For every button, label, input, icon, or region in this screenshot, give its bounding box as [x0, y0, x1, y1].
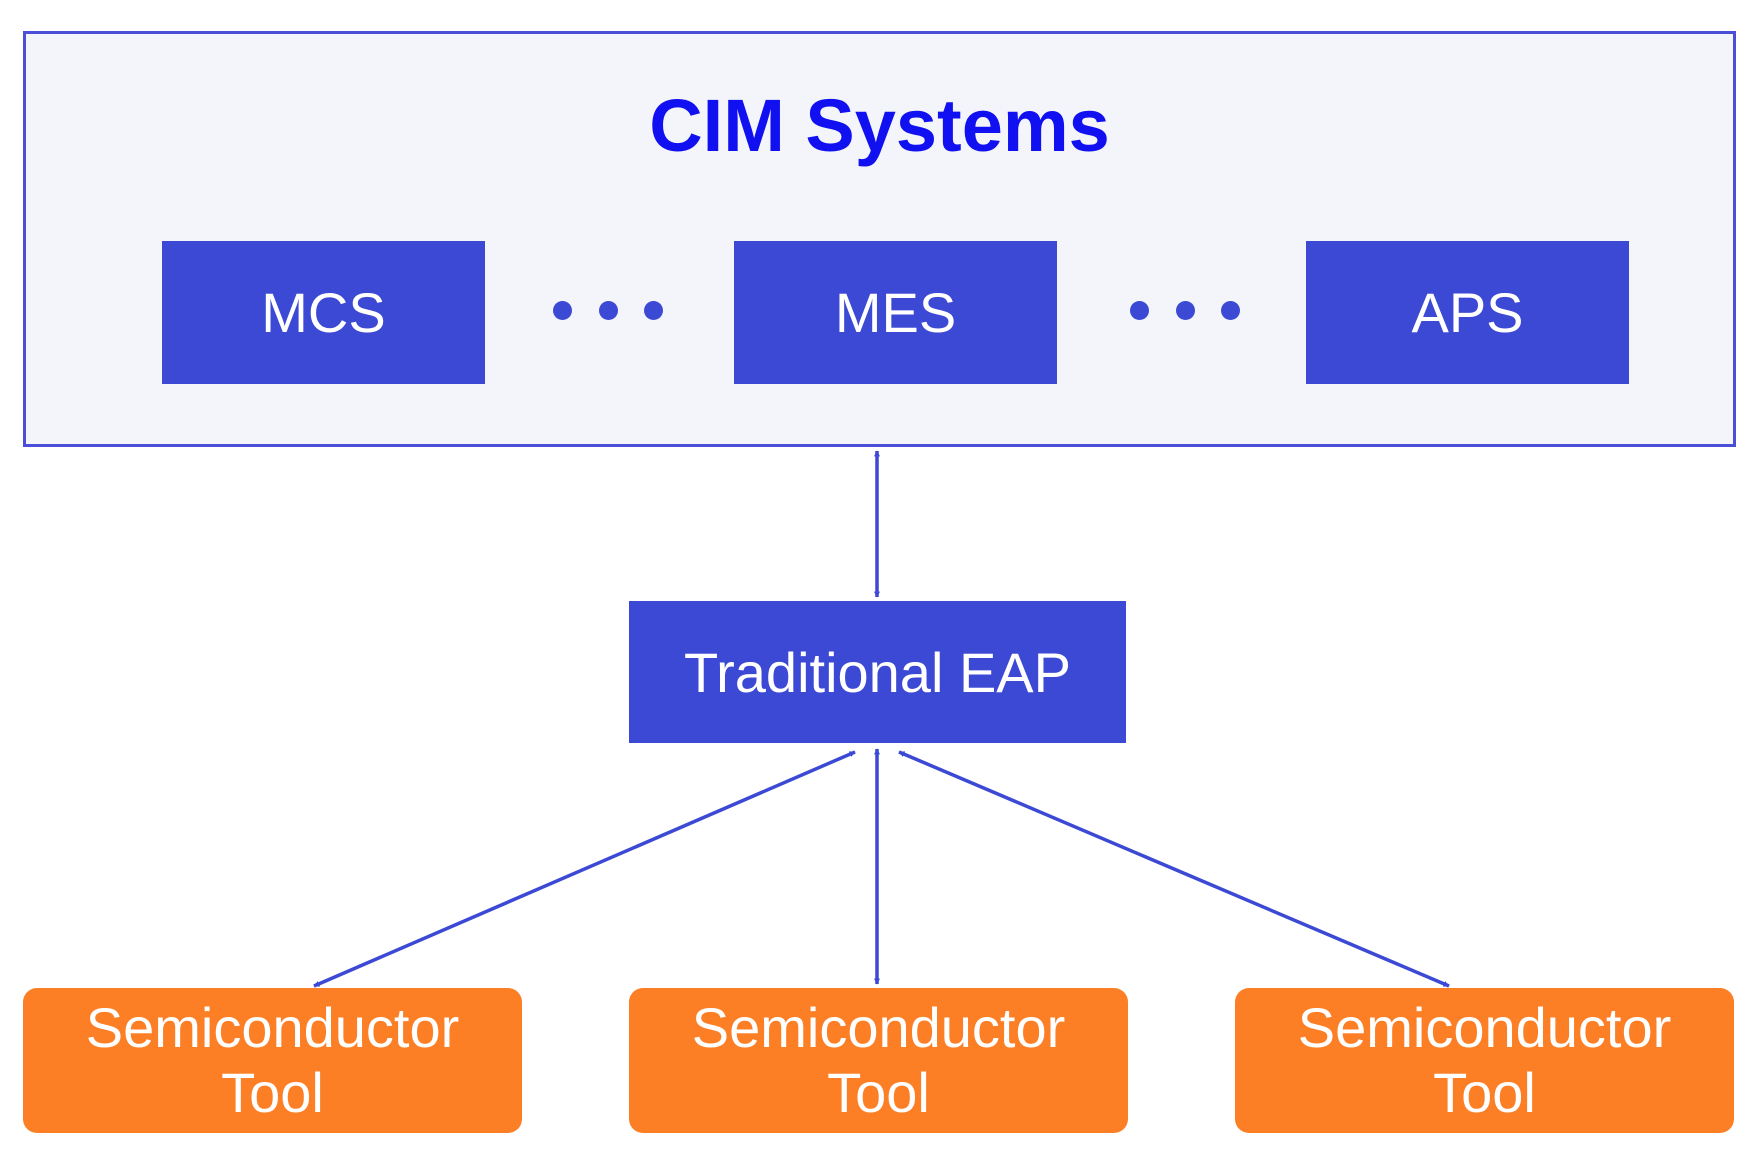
ellipsis-dot — [598, 300, 618, 320]
ellipsis-dot — [1130, 300, 1149, 320]
tool-label-line1: Semiconductor — [85, 996, 460, 1060]
aps-box: APS — [1306, 241, 1629, 384]
tool-label-line1: Semiconductor — [691, 996, 1066, 1060]
cim-systems-panel: CIM Systems MCS MES APS — [23, 31, 1736, 447]
cim-systems-title: CIM Systems — [649, 84, 1110, 167]
eap-tool-right-connector — [898, 750, 1450, 988]
mes-box: MES — [734, 241, 1057, 384]
ellipsis-left — [553, 290, 663, 330]
tool-label-line1: Semiconductor — [1297, 996, 1672, 1060]
ellipsis-dot — [644, 300, 663, 320]
traditional-eap-box: Traditional EAP — [629, 601, 1126, 743]
semiconductor-tool-right: Semiconductor Tool — [1235, 988, 1734, 1133]
eap-tool-left-connector — [313, 750, 856, 988]
ellipsis-right — [1130, 290, 1240, 330]
semiconductor-tool-center: Semiconductor Tool — [629, 988, 1128, 1133]
semiconductor-tool-left: Semiconductor Tool — [23, 988, 522, 1133]
ellipsis-dot — [1175, 300, 1195, 320]
ellipsis-dot — [1221, 300, 1240, 320]
tool-label-line2: Tool — [827, 1060, 930, 1124]
ellipsis-dot — [553, 300, 572, 320]
tool-label-line2: Tool — [1433, 1060, 1536, 1124]
mcs-box: MCS — [162, 241, 485, 384]
tool-label-line2: Tool — [221, 1060, 324, 1124]
